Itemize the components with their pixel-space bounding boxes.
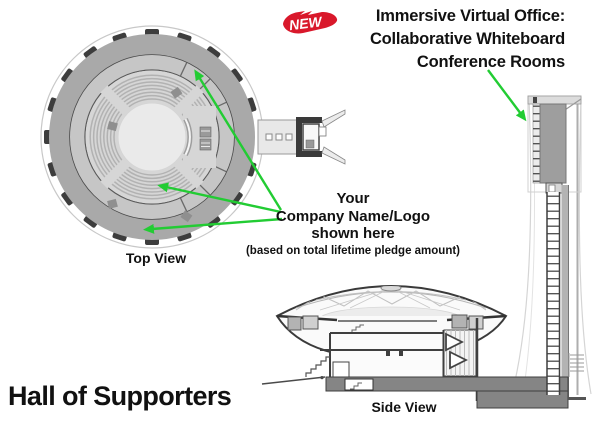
tower-drawing: [511, 95, 592, 400]
arrow-to-seats: [157, 182, 282, 214]
headline-line-1: Immersive Virtual Office:: [375, 7, 565, 25]
docking-arm: [257, 109, 346, 165]
callout-line-1: Your: [336, 190, 370, 207]
side-view-label: Side View: [371, 399, 437, 415]
tower-top-office: [527, 95, 582, 194]
saucer-base: [305, 318, 479, 401]
page-title: Hall of Supporters: [8, 381, 232, 411]
headline-line-2: Collaborative Whiteboard: [369, 30, 565, 48]
top-view-label: Top View: [125, 250, 187, 266]
company-logo-callout: Your Company Name/Logo shown here (based…: [228, 190, 478, 258]
saucer-drawing: [261, 285, 569, 409]
headline-line-3: Conference Rooms: [416, 53, 565, 71]
green-annotation-arrows: [143, 69, 527, 234]
callout-note: (based on total lifetime pledge amount): [245, 244, 461, 257]
callout-line-3: shown here: [311, 225, 395, 242]
elevator-core: [199, 126, 212, 151]
new-badge: NEW: [283, 11, 338, 34]
callout-line-2: Company Name/Logo: [275, 207, 431, 225]
badge-label: NEW: [288, 13, 324, 33]
tower-elevator-ladder: [546, 192, 586, 400]
arrow-to-tower-office: [487, 69, 527, 122]
headline: Immersive Virtual Office: Collaborative …: [370, 5, 565, 74]
arrow-to-ring: [194, 69, 283, 211]
dome-lattice: [295, 286, 487, 316]
badge-swoosh: [283, 11, 338, 34]
arrow-to-outer-band: [143, 217, 283, 234]
ground-line: [261, 376, 326, 385]
